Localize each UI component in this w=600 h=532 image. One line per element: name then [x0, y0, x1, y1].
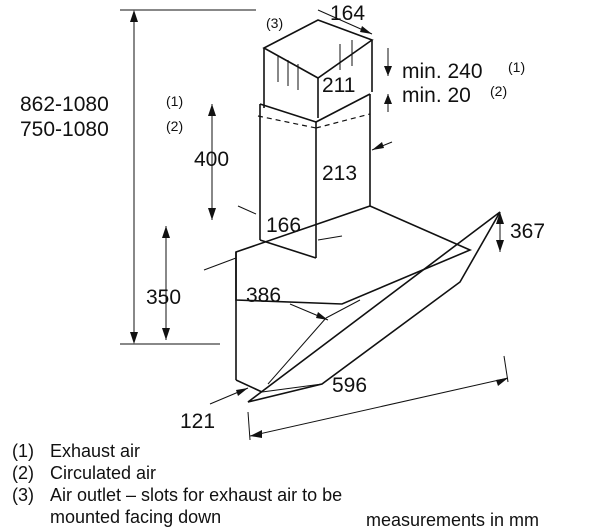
- legend-item: (3) Air outlet – slots for exhaust air t…: [12, 484, 452, 506]
- legend-number: [12, 506, 50, 528]
- dim-total-height-exhaust: 862-1080: [20, 93, 109, 116]
- legend: (1) Exhaust air (2) Circulated air (3) A…: [12, 440, 452, 528]
- hood-body: [235, 205, 501, 403]
- chimney: [257, 19, 374, 259]
- dim-hood-depth: 386: [246, 284, 281, 307]
- dim-min-circulated: min. 20: [402, 84, 471, 107]
- dim-min-circulated-note: (2): [490, 83, 507, 99]
- legend-item: (1) Exhaust air: [12, 440, 452, 462]
- dim-min-exhaust: min. 240: [402, 60, 483, 83]
- dim-hood-width: 596: [332, 374, 367, 397]
- dim-min-exhaust-note: (1): [508, 59, 525, 75]
- legend-number: (2): [12, 463, 34, 483]
- dim-total-height-circulated: 750-1080: [20, 118, 109, 141]
- units-note: measurements in mm: [366, 510, 540, 530]
- dimension-lines: [120, 9, 509, 441]
- dim-chimney-depth: 213: [322, 162, 357, 185]
- dim-base-depth: 121: [180, 410, 215, 433]
- legend-text: Circulated air: [50, 463, 157, 483]
- legend-item: (2) Circulated air: [12, 462, 452, 484]
- dim-chimney-front: 166: [266, 214, 301, 237]
- dim-chimney-height: 400: [194, 148, 229, 171]
- legend-number: (1): [12, 441, 34, 461]
- dim-total-height-circulated-note: (2): [166, 118, 183, 134]
- legend-text: Exhaust air: [50, 441, 141, 461]
- dim-total-height-exhaust-note: (1): [166, 93, 183, 109]
- dim-canopy-height: 367: [510, 220, 545, 243]
- legend-item: mounted facing down: [12, 506, 452, 528]
- legend-number: (3): [12, 485, 34, 505]
- note-3-marker: (3): [266, 15, 283, 31]
- dim-chimney-width: 164: [330, 2, 365, 25]
- legend-text: Air outlet – slots for exhaust air to be: [50, 485, 343, 505]
- dim-chimney-inner-depth: 211: [322, 74, 355, 97]
- legend-text: mounted facing down: [50, 507, 222, 527]
- dim-hood-body-height: 350: [146, 286, 181, 309]
